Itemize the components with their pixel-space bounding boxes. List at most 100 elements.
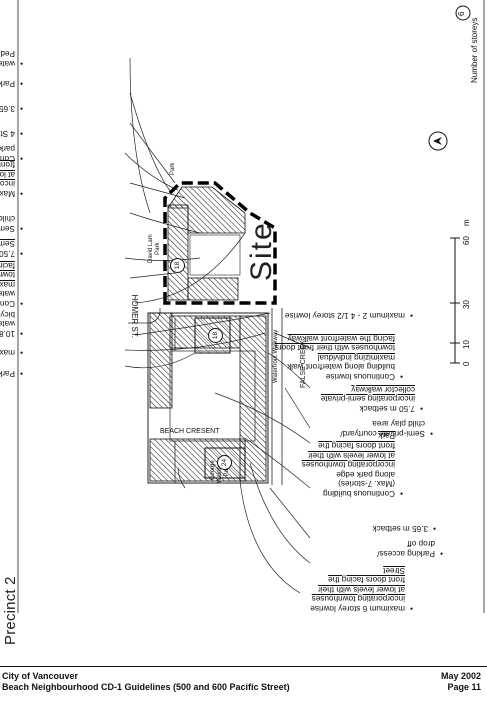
annotation-line: maximizing individual [317, 352, 395, 362]
right-leader-lines [124, 57, 271, 369]
scale-tick-30: 30 [462, 300, 471, 309]
right-annotation-10: • 10.87 m continuouswaterfront walk/bicyc… [0, 309, 23, 338]
annotation-line: waterfront walk/ [0, 319, 15, 329]
storey-number-left-a: 24 [217, 455, 232, 470]
right-annotation-7: • Semi-private courtyard/child play area [0, 214, 23, 233]
bullet-mark: • [20, 369, 23, 378]
site-building-left [187, 277, 239, 301]
annotation-line: 7.50 m setback [359, 404, 415, 413]
legend-circle [455, 5, 471, 21]
bullet-mark: • [20, 154, 23, 163]
annotation-line: Parking access/ drop off [0, 79, 15, 88]
footer-rule [0, 666, 487, 667]
annotation-line: (Max. 7-stories) [338, 479, 395, 489]
annotation-line: front doors facing the [328, 575, 405, 585]
footer-right: May 2002 Page 11 [441, 671, 481, 693]
annotation-line: Continuous building [323, 489, 395, 498]
scale-unit: m [462, 219, 471, 226]
annotation-line: maximum 2 - 4 1/2 storey lowrise [0, 348, 15, 357]
annotation-line: 10.87 m continuous [0, 329, 15, 338]
annotation-line: 7.50 m setback incorporating [0, 249, 15, 258]
annotation-line: waterfront walkway [0, 59, 15, 68]
scale-bar [450, 237, 460, 364]
annotation-line: drop off [407, 539, 435, 549]
left-annotation-8: • maximum 2 - 4 1/2 storey lowrise [284, 310, 413, 320]
annotation-line: Parking access/ drop off [0, 369, 15, 378]
annotation-line: incorporating semi-private [320, 394, 415, 404]
bullet-mark: • [20, 249, 23, 258]
bullet-mark: • [20, 189, 23, 198]
waterfront-walkway-label: Waterfront Walkway [273, 329, 279, 383]
bullet-mark: • [430, 429, 433, 438]
right-annotation-4: • 4 Storey shoulder [0, 128, 23, 138]
annotation-line: Continuous lowrise [325, 372, 395, 381]
left-annotation-2: • Parking access/drop off [377, 539, 443, 558]
bullet-mark: • [410, 604, 413, 613]
bullet-mark: • [433, 524, 436, 533]
bullet-mark: • [20, 299, 23, 308]
annotation-line: incorporating townhouses [311, 594, 405, 604]
annotation-line: incorporating townhouses [301, 460, 395, 470]
annotation-line: child play area [372, 419, 425, 429]
site-building-top [167, 204, 189, 301]
scale-tick-10: 10 [462, 340, 471, 349]
scale-tick-60: 60 [462, 236, 471, 245]
annotation-line: at lower levels with their [0, 169, 15, 179]
annotation-line: waterfront walk [0, 289, 15, 299]
left-annotation-4: •Continuous building(Max. 7-stories)alon… [301, 431, 403, 498]
site-label: Site [245, 221, 278, 281]
annotation-line: collector walkway [351, 384, 415, 394]
annotation-line: bicycle path [0, 309, 15, 319]
north-arrow [428, 131, 448, 151]
right-annotation-1: •waterfront walkwayPedestrian access to [0, 49, 23, 68]
left-annotation-5: •Semi-private courtyard/child play area [340, 419, 433, 438]
annotation-line: Maximum 6 storey lowrise [0, 189, 15, 198]
annotation-line: front doors facing the Park [0, 160, 15, 170]
annotation-line: facing the waterfront walkway [0, 260, 15, 270]
footer-org: City of Vancouver [2, 671, 79, 681]
bullet-mark: • [20, 129, 23, 138]
bullet-mark: • [400, 372, 403, 381]
bullet-mark: • [20, 348, 23, 357]
right-annotation-3: •3.65 m setback [0, 103, 23, 113]
george-label: George [210, 460, 216, 481]
annotation-line: at lower levels with their [318, 584, 405, 594]
annotation-line: Parking access/ [377, 549, 435, 558]
legend-number: 6 [457, 11, 466, 16]
annotation-line: along park edge [336, 469, 395, 479]
park-label-right: Park [170, 162, 176, 175]
annotation-line: Semi-private courtyard/ [0, 224, 15, 233]
bullet-mark: • [20, 329, 23, 338]
site-courtyard [189, 234, 241, 276]
annotation-line: front doors facing the [318, 441, 395, 451]
right-annotation-8: •7.50 m setback incorporatingSemi-privat… [0, 239, 23, 258]
bullet-mark: • [20, 79, 23, 88]
right-annotation-9: •Continuous lowrise building alongwaterf… [0, 260, 23, 308]
right-annotation-2: • Parking access/ drop off [0, 78, 23, 88]
annotation-line: maximum 2 - 4 1/2 storey lowrise [284, 311, 405, 320]
right-annotation-12: • Parking access/ drop off [0, 368, 23, 378]
scale-tick-0: 0 [462, 361, 471, 366]
annotation-line: townhouses with their front doors [0, 270, 15, 280]
homer-street-label: HOMER ST. [130, 294, 139, 338]
site-building-right [167, 186, 246, 234]
bullet-mark: • [410, 311, 413, 320]
footer-doc: Beach Neighbourhood CD-1 Guidelines (500… [2, 682, 290, 692]
bullet-mark: • [440, 549, 443, 558]
false-creek-label: FALSE CREEK [300, 340, 307, 388]
annotation-line: child play area [0, 214, 15, 224]
annotation-line: incorporating townhouses [0, 179, 15, 189]
annotation-line: 4 Storey shoulder [0, 129, 15, 138]
bullet-mark: • [20, 224, 23, 233]
footer-date: May 2002 [440, 671, 481, 681]
annotation-line: at lower levels with their [308, 450, 395, 460]
site-boundary [163, 181, 277, 305]
storey-number-right: 18 [170, 258, 185, 273]
annotation-line: maximum 6 storey lowrise [310, 604, 405, 613]
left-leader-lines [214, 332, 311, 594]
